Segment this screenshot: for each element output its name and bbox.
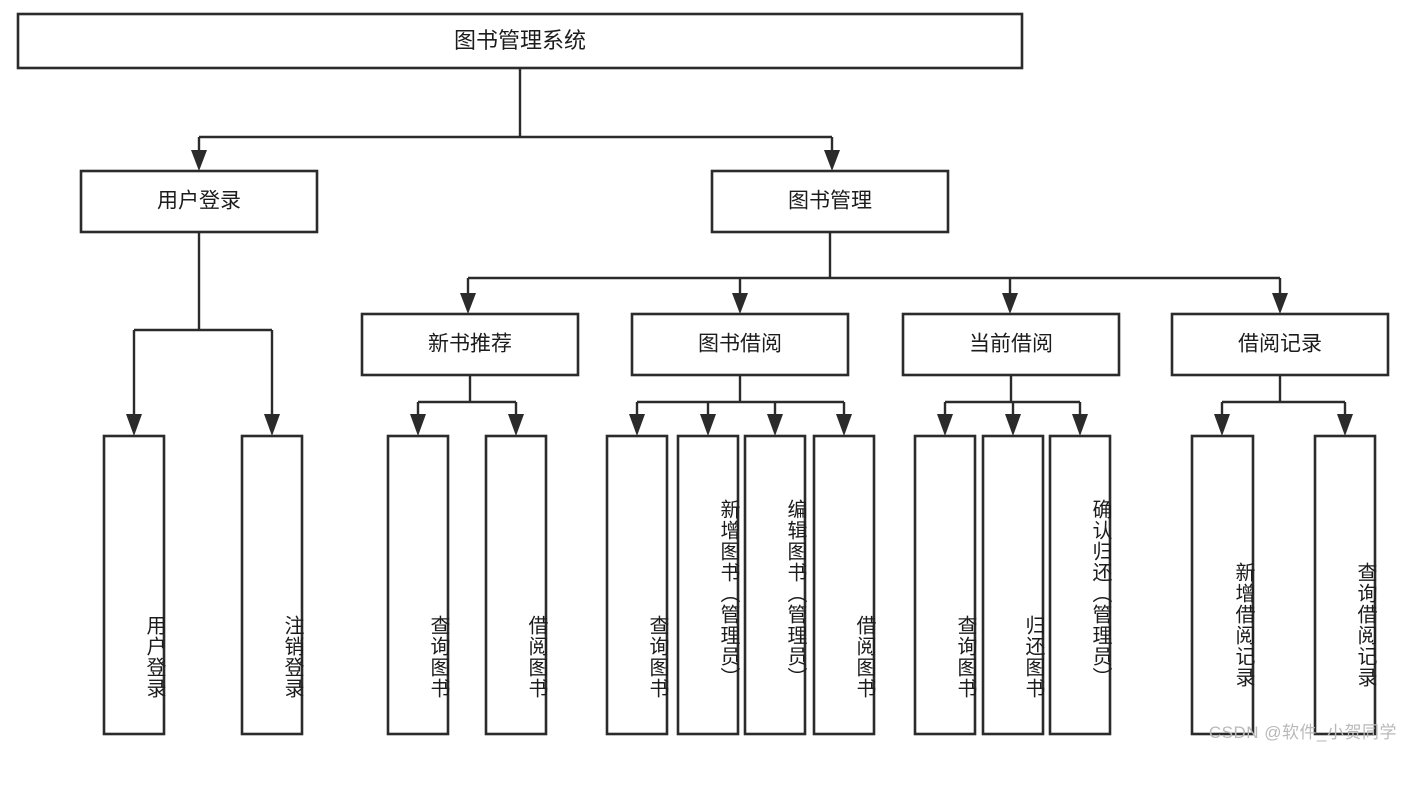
node-book-borrow-box[interactable] bbox=[630, 312, 850, 377]
arrowhead-leaf-borrow-book-2 bbox=[836, 414, 852, 436]
arrowhead-leaf-query-record bbox=[1337, 414, 1353, 436]
node-new-book-rec-label: 新书推荐 bbox=[428, 333, 512, 356]
node-user-login-box[interactable] bbox=[79, 169, 319, 234]
node-leaf-query-record-box[interactable] bbox=[1313, 434, 1377, 736]
node-leaf-borrow-book-2-box[interactable] bbox=[812, 434, 876, 736]
node-leaf-logout-box[interactable] bbox=[240, 434, 304, 736]
arrowhead-leaf-user-login bbox=[126, 414, 142, 436]
arrowhead-new-book-rec bbox=[460, 293, 476, 314]
node-current-borrow-label: 当前借阅 bbox=[969, 333, 1053, 356]
node-leaf-confirm-return-box[interactable] bbox=[1048, 434, 1112, 736]
node-user-login[interactable]: 用户登录 bbox=[79, 169, 319, 234]
node-book-borrow-label: 图书借阅 bbox=[698, 333, 782, 356]
arrowhead-leaf-query-book-2 bbox=[629, 414, 645, 436]
arrowhead-book-manage bbox=[824, 150, 840, 171]
csdn-watermark: CSDN @软件_小贺同学 bbox=[1208, 723, 1397, 742]
node-book-borrow[interactable]: 图书借阅 bbox=[630, 312, 850, 377]
arrowhead-user-login bbox=[191, 150, 207, 171]
node-root-label: 图书管理系统 bbox=[454, 28, 586, 53]
node-book-manage[interactable]: 图书管理 bbox=[710, 169, 950, 234]
diagram-canvas-container: 图书管理系统 用户登录 图书管理 新书推荐 图书借阅 当前借阅 借阅记录 bbox=[16, 12, 1397, 742]
connector-current-borrow-to-leaves bbox=[937, 375, 1088, 436]
node-borrow-record[interactable]: 借阅记录 bbox=[1170, 312, 1390, 377]
node-borrow-record-box[interactable] bbox=[1170, 312, 1390, 377]
connector-new-book-rec-to-leaves bbox=[410, 375, 524, 436]
node-leaf-query-book-1-box[interactable] bbox=[386, 434, 450, 736]
node-leaf-query-book-2-box[interactable] bbox=[605, 434, 669, 736]
arrowhead-current-borrow bbox=[1002, 293, 1018, 314]
node-leaf-add-record-box[interactable] bbox=[1190, 434, 1255, 736]
node-leaf-add-book-box[interactable] bbox=[676, 434, 740, 736]
node-borrow-record-label: 借阅记录 bbox=[1238, 333, 1322, 356]
node-leaf-user-login-box[interactable] bbox=[102, 434, 166, 736]
arrowhead-borrow-record bbox=[1272, 293, 1288, 314]
arrowhead-leaf-confirm-return bbox=[1072, 414, 1088, 436]
node-book-manage-box[interactable] bbox=[710, 169, 950, 234]
node-root[interactable]: 图书管理系统 bbox=[16, 12, 1024, 70]
node-leaf-query-book-3-box[interactable] bbox=[913, 434, 977, 736]
node-leaf-edit-book-box[interactable] bbox=[743, 434, 807, 736]
node-leaf-borrow-book-1-box[interactable] bbox=[484, 434, 548, 736]
connector-root-to-level2 bbox=[191, 68, 840, 171]
connector-book-borrow-to-leaves bbox=[629, 375, 852, 436]
node-new-book-rec-box[interactable] bbox=[360, 312, 580, 377]
node-root-box[interactable] bbox=[16, 12, 1024, 70]
connector-user-login-to-leaves bbox=[126, 232, 280, 436]
arrowhead-leaf-add-record bbox=[1214, 414, 1230, 436]
arrowhead-leaf-add-book bbox=[700, 414, 716, 436]
system-architecture-diagram: 图书管理系统 用户登录 图书管理 新书推荐 图书借阅 当前借阅 借阅记录 bbox=[16, 12, 1390, 736]
node-current-borrow-box[interactable] bbox=[901, 312, 1121, 377]
node-leaf-return-book-box[interactable] bbox=[981, 434, 1045, 736]
arrowhead-leaf-query-book-1 bbox=[410, 414, 426, 436]
leaf-node-boxes bbox=[102, 434, 1377, 736]
node-new-book-rec[interactable]: 新书推荐 bbox=[360, 312, 580, 377]
node-user-login-label: 用户登录 bbox=[157, 190, 241, 213]
arrowhead-leaf-edit-book bbox=[767, 414, 783, 436]
node-book-manage-label: 图书管理 bbox=[788, 190, 872, 213]
arrowhead-leaf-borrow-book-1 bbox=[508, 414, 524, 436]
arrowhead-leaf-logout bbox=[264, 414, 280, 436]
arrowhead-leaf-return-book bbox=[1005, 414, 1021, 436]
connector-borrow-record-to-leaves bbox=[1214, 375, 1353, 436]
connector-book-manage-to-level3 bbox=[460, 232, 1288, 314]
node-current-borrow[interactable]: 当前借阅 bbox=[901, 312, 1121, 377]
arrowhead-book-borrow bbox=[732, 293, 748, 314]
arrowhead-leaf-query-book-3 bbox=[937, 414, 953, 436]
